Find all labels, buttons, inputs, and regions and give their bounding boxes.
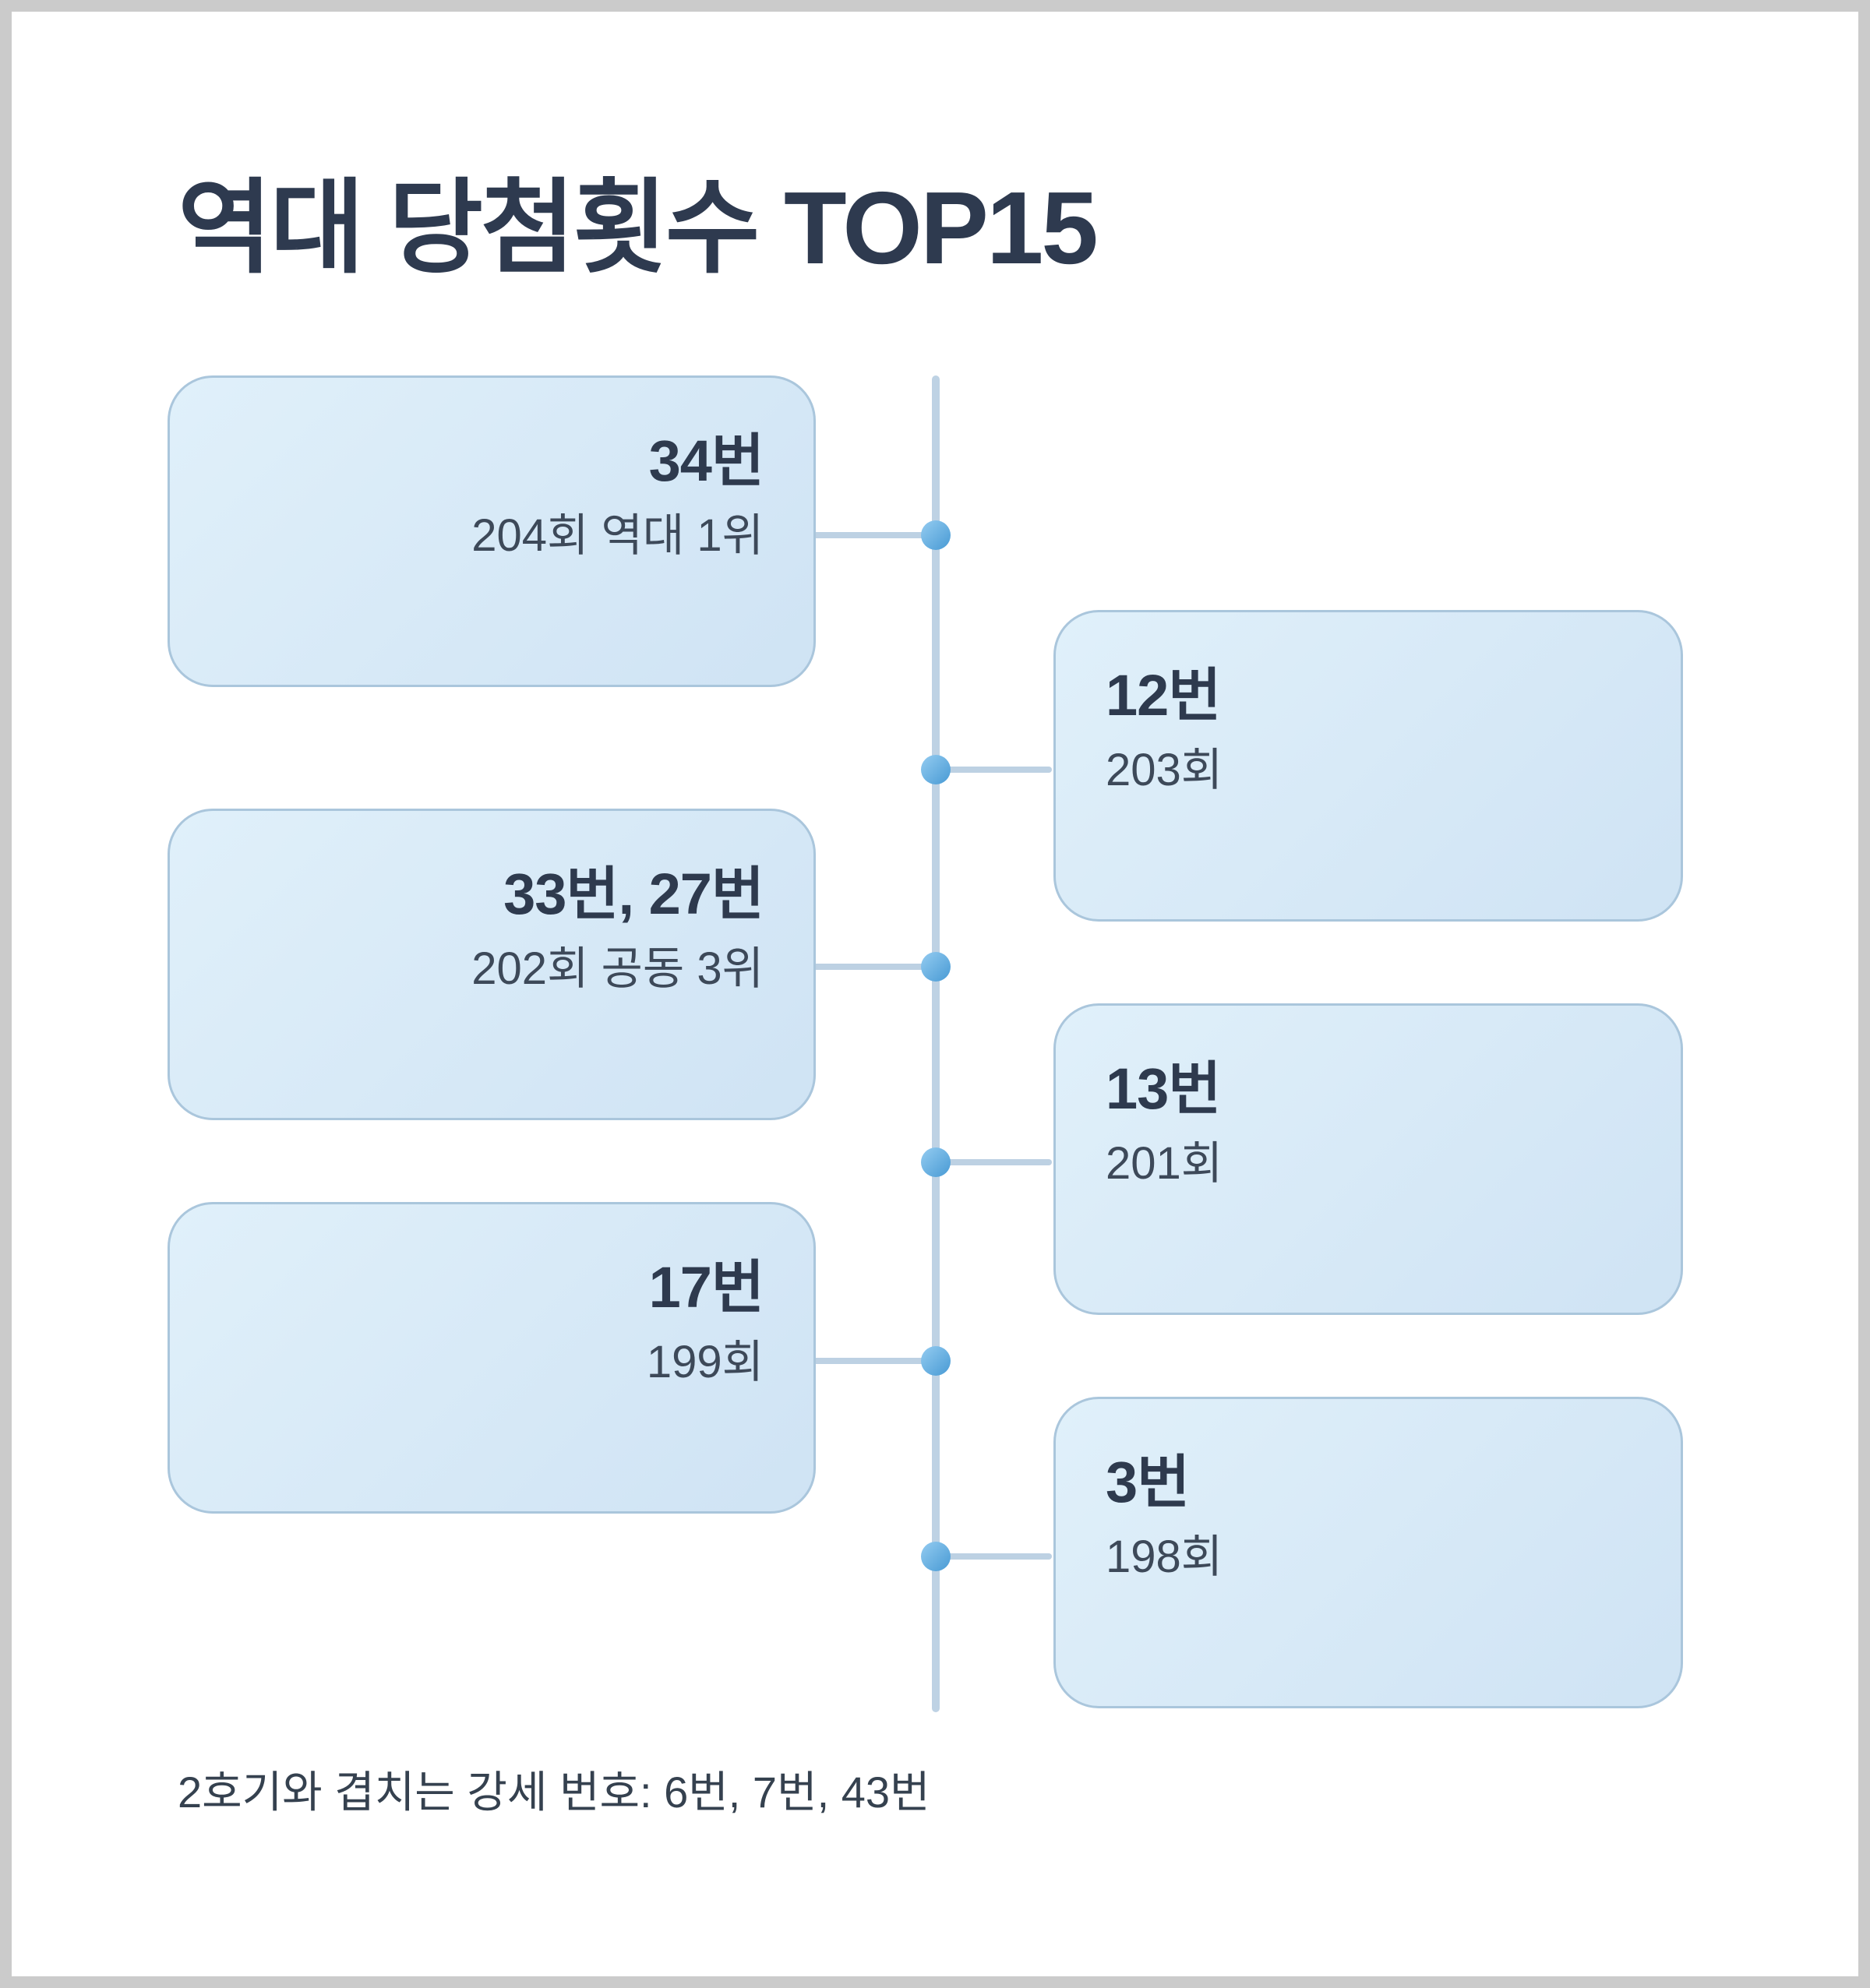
timeline-card-rank5: 17번 199회 (168, 1202, 816, 1514)
footnote: 2호기와 겹치는 강세 번호: 6번, 7번, 43번 (178, 1768, 930, 1817)
connector-line (810, 1358, 937, 1364)
timeline-card-rank6: 3번 198회 (1053, 1397, 1683, 1708)
card-number: 34번 (648, 428, 764, 493)
timeline-dot (921, 755, 951, 784)
connector-line (810, 532, 937, 538)
card-detail: 203회 (1106, 745, 1223, 796)
timeline-dot (921, 1542, 951, 1571)
card-detail: 199회 (646, 1337, 764, 1388)
card-number: 12번 (1106, 663, 1221, 728)
timeline-card-rank3: 33번, 27번 202회 공동 3위 (168, 809, 816, 1120)
connector-line (935, 767, 1052, 773)
timeline-dot (921, 952, 951, 982)
card-number: 13번 (1106, 1056, 1221, 1121)
card-number: 17번 (648, 1255, 764, 1320)
timeline-dot (921, 1346, 951, 1376)
timeline-line (932, 375, 940, 1712)
card-number: 3번 (1106, 1450, 1190, 1514)
card-detail: 204회 역대 1위 (471, 510, 764, 562)
connector-line (810, 964, 937, 970)
card-detail: 202회 공동 3위 (471, 943, 764, 995)
timeline-card-rank4: 13번 201회 (1053, 1003, 1683, 1315)
timeline-card-rank1: 34번 204회 역대 1위 (168, 375, 816, 687)
timeline-dot (921, 520, 951, 550)
connector-line (935, 1159, 1052, 1165)
page-title: 역대 당첨횟수 TOP15 (178, 171, 1099, 285)
timeline-dot (921, 1147, 951, 1177)
card-detail: 201회 (1106, 1138, 1223, 1190)
card-number: 33번, 27번 (503, 862, 764, 926)
timeline-card-rank2: 12번 203회 (1053, 610, 1683, 922)
connector-line (935, 1553, 1052, 1560)
card-detail: 198회 (1106, 1532, 1223, 1583)
